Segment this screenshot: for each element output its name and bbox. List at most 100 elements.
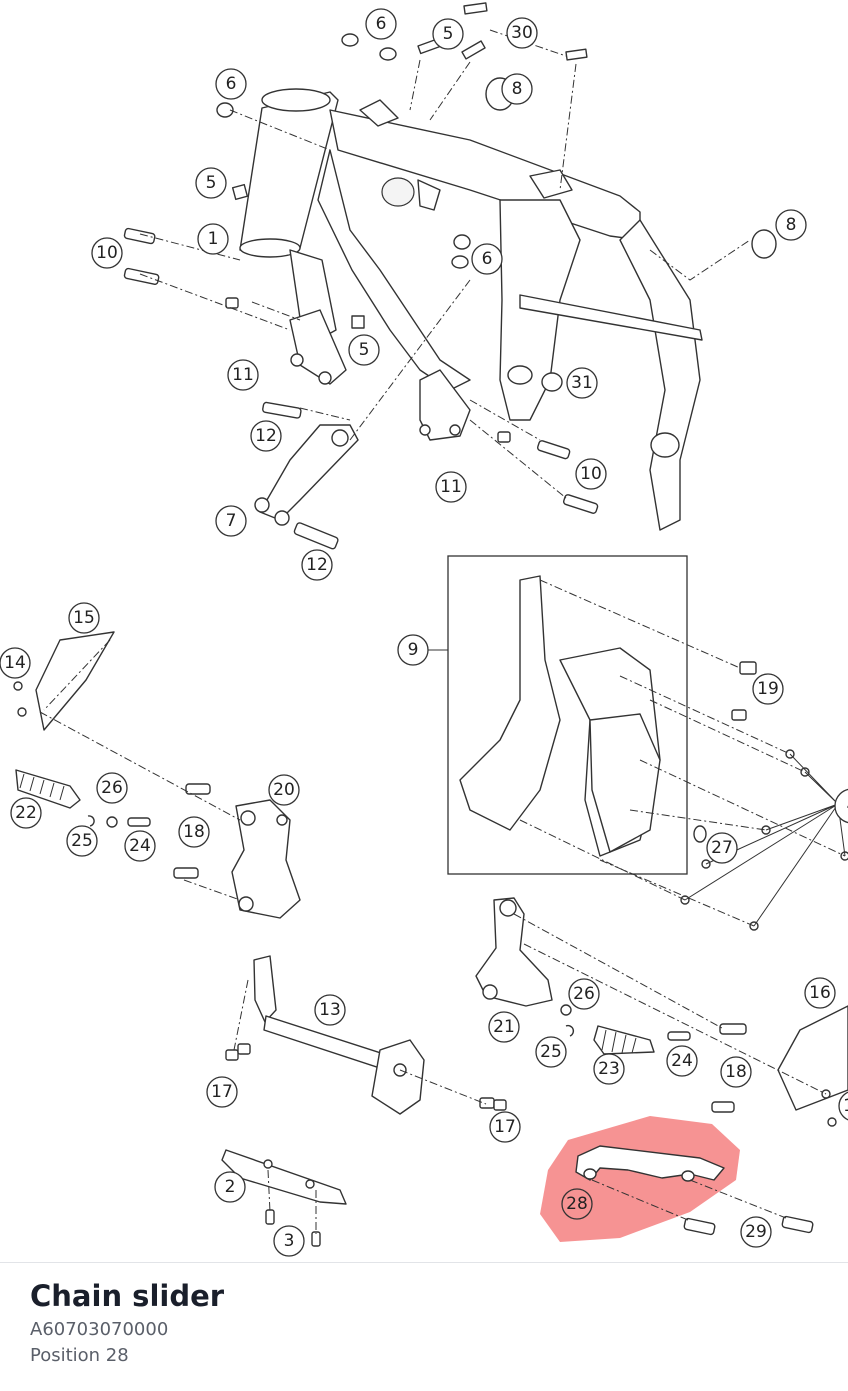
callout-18a[interactable]: 18 <box>178 816 210 848</box>
svg-text:8: 8 <box>786 215 797 235</box>
callout-31[interactable]: 31 <box>566 367 598 399</box>
svg-text:20: 20 <box>273 780 295 800</box>
svg-text:2: 2 <box>225 1177 236 1197</box>
spring-part-26b[interactable] <box>560 1004 572 1016</box>
bolt-part-29[interactable] <box>683 1215 814 1236</box>
callout-20[interactable]: 20 <box>268 774 300 806</box>
bush-part-31[interactable] <box>541 372 563 392</box>
bolt-part-18b[interactable] <box>711 1023 747 1113</box>
callout-10b[interactable]: 10 <box>575 458 607 490</box>
plate-part-2[interactable] <box>221 1149 347 1205</box>
callout-23[interactable]: 23 <box>593 1053 625 1085</box>
clip-part-30[interactable] <box>463 2 588 61</box>
callout-3[interactable]: 3 <box>273 1225 305 1257</box>
bolt-part-17[interactable] <box>225 1043 507 1111</box>
callout-24b[interactable]: 24 <box>666 1045 698 1077</box>
part-info-panel: Chain slider A60703070000 Position 28 <box>0 1262 848 1391</box>
spring-part-26[interactable] <box>106 816 118 828</box>
footpeg-part-22[interactable] <box>15 769 81 809</box>
callout-25b[interactable]: 25 <box>535 1036 567 1068</box>
screw-part-4[interactable] <box>680 749 848 931</box>
svg-text:30: 30 <box>511 23 533 43</box>
callout-5a[interactable]: 5 <box>432 18 464 50</box>
callout-14a[interactable]: 14 <box>0 647 31 679</box>
callout-25a[interactable]: 25 <box>66 825 98 857</box>
bracket-part-20[interactable] <box>231 799 301 919</box>
callout-21[interactable]: 21 <box>488 1011 520 1043</box>
callout-8a[interactable]: 8 <box>501 73 533 105</box>
callout-6a[interactable]: 6 <box>365 8 397 40</box>
svg-text:19: 19 <box>757 679 779 699</box>
cover-part-9[interactable] <box>459 575 661 857</box>
bolt-part-10b[interactable] <box>536 440 599 514</box>
callout-4[interactable]: 4 <box>834 788 848 824</box>
frame-part-1[interactable] <box>239 88 703 531</box>
screw-part-14[interactable] <box>13 681 27 717</box>
bolt-part-10a[interactable] <box>123 227 160 285</box>
callout-16[interactable]: 16 <box>804 977 836 1009</box>
svg-text:17: 17 <box>211 1082 233 1102</box>
footpeg-part-23[interactable] <box>593 1025 655 1055</box>
nut-part-27[interactable] <box>693 825 707 843</box>
callout-26b[interactable]: 26 <box>568 978 600 1010</box>
heel-guard-part-16[interactable] <box>777 1005 848 1111</box>
callout-18b[interactable]: 18 <box>720 1056 752 1088</box>
callout-2[interactable]: 2 <box>214 1171 246 1203</box>
svg-text:6: 6 <box>226 74 237 94</box>
svg-text:18: 18 <box>725 1062 747 1082</box>
callout-10a[interactable]: 10 <box>91 237 123 269</box>
svg-text:22: 22 <box>15 803 37 823</box>
svg-text:31: 31 <box>571 373 593 393</box>
svg-text:8: 8 <box>512 79 523 99</box>
svg-text:5: 5 <box>206 173 217 193</box>
callout-26a[interactable]: 26 <box>96 772 128 804</box>
callout-12a[interactable]: 12 <box>250 420 282 452</box>
callout-11a[interactable]: 11 <box>227 359 259 391</box>
svg-text:24: 24 <box>129 836 151 856</box>
svg-text:27: 27 <box>711 838 733 858</box>
callout-11b[interactable]: 11 <box>435 471 467 503</box>
pin-part-24[interactable] <box>127 817 151 827</box>
callout-8b[interactable]: 8 <box>775 209 807 241</box>
clip-part-25[interactable] <box>87 815 95 827</box>
crossbar-part-13[interactable] <box>253 955 425 1115</box>
callout-27[interactable]: 27 <box>706 832 738 864</box>
callout-14b[interactable]: 14 <box>838 1091 848 1121</box>
svg-text:4: 4 <box>847 796 848 816</box>
callout-24a[interactable]: 24 <box>124 830 156 862</box>
callout-12b[interactable]: 12 <box>301 549 333 581</box>
clip-part-19[interactable] <box>731 661 757 721</box>
callout-17a[interactable]: 17 <box>206 1076 238 1108</box>
callout-15[interactable]: 15 <box>68 602 100 634</box>
clip-part-25b[interactable] <box>565 1024 575 1037</box>
callout-1[interactable]: 1 <box>197 223 229 255</box>
heel-guard-part-15[interactable] <box>35 631 115 731</box>
nut-part-11[interactable] <box>225 297 511 443</box>
part-title: Chain slider <box>30 1279 225 1313</box>
bolt-part-18[interactable] <box>173 783 211 879</box>
bracket-part-21[interactable] <box>475 897 553 1007</box>
frame-part-7[interactable] <box>254 424 359 526</box>
callout-6b[interactable]: 6 <box>215 68 247 100</box>
callout-7[interactable]: 7 <box>215 505 247 537</box>
callout-13[interactable]: 13 <box>314 994 346 1026</box>
callout-29[interactable]: 29 <box>740 1216 772 1248</box>
callout-6c[interactable]: 6 <box>471 243 503 275</box>
callout-9[interactable]: 9 <box>397 634 429 666</box>
callout-22[interactable]: 22 <box>10 797 42 829</box>
chain-slider-part-28[interactable] <box>575 1145 725 1182</box>
callout-5b[interactable]: 5 <box>195 167 227 199</box>
svg-text:6: 6 <box>482 249 493 269</box>
svg-text:24: 24 <box>671 1051 693 1071</box>
callout-17b[interactable]: 17 <box>489 1111 521 1143</box>
callout-19[interactable]: 19 <box>752 673 784 705</box>
bolt-part-12a[interactable] <box>262 401 339 550</box>
callout-5c[interactable]: 5 <box>348 334 380 366</box>
cap-part-6[interactable] <box>216 33 471 269</box>
callout-30[interactable]: 30 <box>506 17 538 49</box>
svg-text:12: 12 <box>255 426 277 446</box>
callout-28-selected[interactable]: 28 <box>561 1188 593 1220</box>
pin-part-24b[interactable] <box>667 1031 691 1041</box>
svg-text:28: 28 <box>566 1194 588 1214</box>
screw-part-3[interactable] <box>265 1209 321 1247</box>
